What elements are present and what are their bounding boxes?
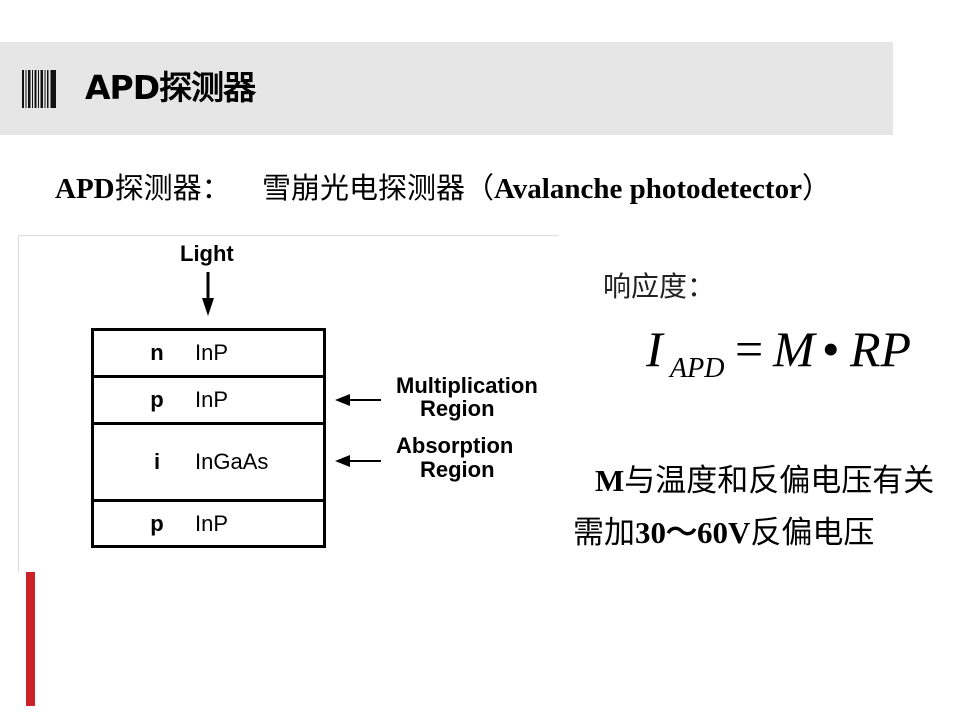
barcode-stripe — [40, 70, 43, 108]
title-bar: APD探测器 — [0, 42, 893, 135]
absorption-arrow-head — [335, 455, 350, 467]
gain-dependence-note: M与温度和反偏电压有关 — [595, 462, 934, 500]
layer-type: i — [153, 449, 161, 474]
layer-p-inp: p InP — [94, 375, 323, 422]
layer-material: InGaAs — [195, 449, 269, 474]
note-gain-symbol: M — [595, 463, 625, 498]
absorption-region-arrow — [335, 455, 381, 467]
subtitle-acronym: APD — [55, 173, 115, 205]
accent-bar — [26, 572, 35, 706]
formula-equals: = — [735, 321, 764, 377]
formula-gain: M — [773, 321, 815, 377]
note-bias-range: 30～60V — [635, 515, 751, 550]
absorption-label-line2: Region — [420, 457, 495, 482]
multiplication-arrow-head — [335, 394, 350, 406]
absorption-label-line1: Absorption — [396, 433, 514, 458]
subtitle-definition: 雪崩光电探测器（Avalanche photodetector） — [262, 171, 831, 207]
multiplication-label-line2: Region — [420, 396, 495, 421]
layer-i-ingaas: i InGaAs — [94, 422, 323, 499]
formula-responsivity-power: RP — [850, 321, 912, 377]
barcode-stripe — [25, 70, 27, 108]
layer-p-inp-bottom: p InP — [94, 499, 323, 545]
light-direction-arrow — [202, 272, 214, 316]
formula-subscript: APD — [670, 353, 725, 384]
responsivity-label: 响应度： — [603, 272, 716, 303]
diagram-arrows — [202, 272, 381, 467]
subtitle-definition-cjk: 雪崩光电探测器（ — [262, 173, 495, 205]
barcode-stripe — [44, 70, 46, 108]
note-gain-text: 与温度和反偏电压有关 — [624, 463, 935, 498]
layer-material: InP — [195, 510, 229, 536]
barcode-stripe — [50, 70, 56, 108]
light-label: Light — [180, 241, 234, 266]
barcode-stripe — [34, 70, 37, 108]
barcode-icon — [22, 70, 56, 108]
formula-current-symbol: I — [646, 321, 663, 377]
barcode-stripe — [32, 70, 33, 108]
barcode-stripe — [47, 70, 49, 108]
layer-type: n — [150, 340, 164, 365]
layer-n-inp: n InP — [94, 331, 323, 375]
barcode-stripe — [28, 70, 31, 108]
layer-type: p — [150, 510, 164, 536]
layer-stack: n InP p InP i InGaAs p InP — [91, 328, 326, 548]
layer-type: p — [150, 387, 164, 412]
subtitle-definition-english: Avalanche photodetector — [494, 173, 802, 205]
subtitle-definition-close: ） — [801, 173, 831, 205]
note-bias-prefix: 需加 — [573, 515, 635, 550]
multiplication-label-line1: Multiplication — [396, 373, 538, 398]
layer-material: InP — [195, 387, 229, 412]
multiplication-region-arrow — [335, 394, 381, 406]
responsivity-formula: I APD = M • RP — [640, 320, 920, 392]
bias-voltage-note: 需加30～60V反偏电压 — [573, 514, 874, 552]
subtitle-lead-text: 探测器： — [114, 173, 231, 205]
note-bias-suffix: 反偏电压 — [750, 515, 875, 550]
formula-dot: • — [822, 321, 840, 377]
apd-structure-diagram: Light n InP p InP i InGaAs p InP Multipl… — [18, 235, 558, 572]
slide-title: APD探测器 — [85, 68, 256, 107]
subtitle-lead: APD探测器： — [55, 171, 231, 207]
light-arrow-head — [202, 298, 214, 316]
barcode-stripe — [38, 70, 39, 108]
barcode-stripe — [22, 70, 24, 108]
layer-material: InP — [195, 340, 229, 365]
